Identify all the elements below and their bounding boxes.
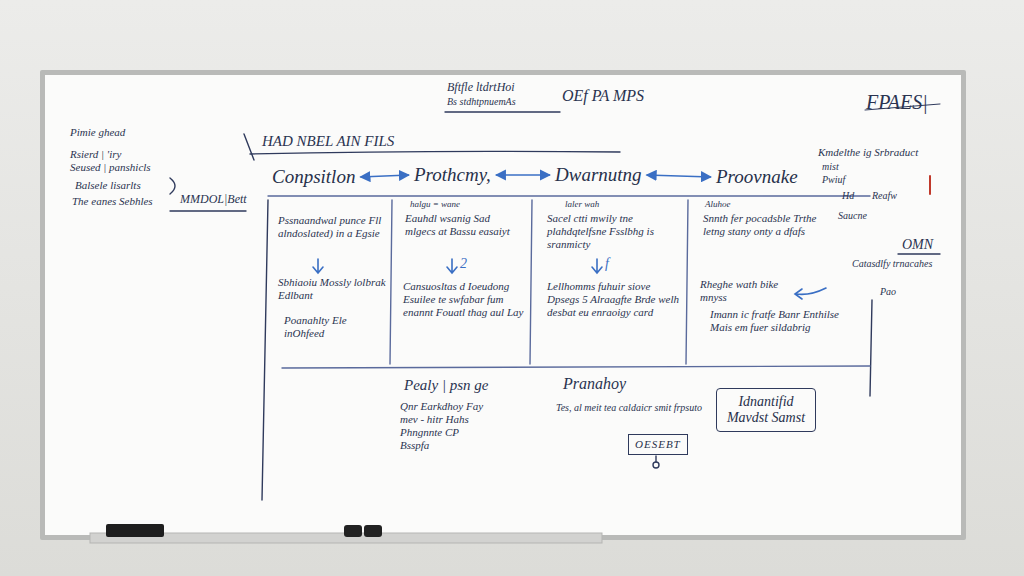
down-arrow: [447, 259, 457, 273]
handwritten-note: Reafw: [872, 190, 917, 202]
handwritten-note: Tes, al meit tea caldaicr smit frpsuto: [556, 402, 706, 414]
stage-heading: Proovnake: [714, 166, 800, 188]
pen-stroke: [244, 134, 254, 160]
node-text: OESEBT: [635, 438, 681, 451]
flow-arrow: [360, 175, 409, 177]
handwritten-note: MMDOL|Bett: [180, 192, 265, 206]
heading-underline: [250, 151, 620, 154]
handwritten-note: Bs stdhtpnuemAs: [447, 96, 557, 108]
handwritten-note: Sacel ctti mwily tne plahdqtelfsne Fsslb…: [547, 212, 679, 251]
column-divider: [870, 300, 872, 396]
stage-heading: Prothcmy,: [412, 164, 493, 186]
note-underline: [170, 210, 246, 211]
handwritten-note: Aluhoe: [705, 199, 765, 210]
handwritten-note: Pssnaandwal punce Fll alndoslated) in a …: [278, 214, 384, 240]
handwritten-note: Snnth fer pocadsble Trthe letng stany on…: [703, 212, 821, 238]
handwritten-note: Pao: [880, 286, 915, 298]
board-surface: [45, 75, 961, 535]
handwritten-note: Pwiuf: [822, 174, 867, 186]
node-text: Conpsitlon: [272, 166, 355, 188]
column-divider: [390, 200, 392, 364]
handwritten-note: Sbhiaoiu Mossly lolbrak Edlbant: [278, 276, 386, 302]
title-underline: [445, 111, 560, 112]
handwritten-note: Lellhomms fuhuir siove Dpsegs 5 Alraagft…: [547, 280, 679, 319]
column-divider: [686, 200, 688, 364]
handwritten-note: mist: [822, 161, 862, 173]
down-arrow: [592, 259, 602, 273]
node-text: Dwarnutng: [555, 164, 642, 186]
handwritten-note: Bftfle ltdrtHoi: [447, 80, 557, 94]
handwritten-note: Seused | panshicls: [70, 161, 170, 174]
board-frame: [40, 70, 966, 540]
handwritten-note: Rheghe wath bike mnyss: [700, 278, 785, 304]
handwritten-note: Rsierd | 'iry: [70, 148, 165, 161]
underline: [898, 253, 940, 254]
handwritten-note: HAD NBEL AIN FILS: [262, 132, 472, 150]
magnet: [344, 525, 362, 537]
note-arrow: [170, 178, 175, 194]
handwritten-note: Balsele lisarlts: [75, 179, 167, 192]
handwritten-note: OEf PA MPS: [562, 86, 682, 105]
handwritten-note: Qnr Earkdhoy Fay mev - hitr Hahs Phngnnt…: [400, 400, 484, 452]
column-divider: [262, 200, 268, 500]
handwritten-note: Kmdelthe ig Srbraduct: [818, 146, 950, 159]
left-arrow: [795, 288, 826, 299]
node-text: Prothcmy,: [414, 164, 491, 186]
handwritten-note: Hd: [842, 190, 872, 202]
bracket-box: Idnantifid Mavdst Samst: [716, 388, 816, 432]
handwritten-note: Imann ic fratfe Banr Enthilse Mais em fu…: [710, 308, 860, 334]
handwritten-note: Saucne: [838, 210, 893, 222]
down-arrow: [313, 259, 323, 273]
handwritten-note: laler wah: [565, 199, 645, 210]
handwritten-note: OMN: [902, 236, 947, 253]
handwritten-note: FPAES|: [866, 90, 946, 114]
section-line: [282, 366, 870, 368]
flow-arrow: [647, 175, 711, 177]
handwritten-note: Pimie ghead: [70, 126, 165, 139]
handwritten-note: Poanahlty Ele inOhfeed: [284, 314, 384, 340]
handwritten-note: Pranahoy: [563, 374, 663, 393]
column-top-line: [268, 195, 870, 196]
column-divider: [530, 200, 532, 364]
handwritten-note: Pealy | psn ge: [404, 376, 534, 394]
node-text: Proovnake: [716, 166, 798, 188]
node-text: Idnantifid Mavdst Samst: [725, 394, 807, 426]
handwritten-note: The eanes Sebhles: [72, 195, 172, 208]
pin: [653, 462, 659, 468]
process-box: OESEBT: [628, 434, 688, 455]
stage-heading: Conpsitlon: [270, 166, 357, 188]
stage-heading: Dwarnutng: [553, 164, 644, 186]
eraser: [106, 524, 164, 537]
magnet: [364, 525, 382, 537]
flow-arrow: [496, 174, 550, 176]
handwritten-note: 2: [460, 255, 480, 272]
handwritten-note: Eauhdl wsanig Sad mlgecs at Bassu easaiy…: [405, 212, 517, 238]
pin-stem: [655, 456, 656, 462]
handwritten-note: f: [605, 255, 625, 272]
handwritten-note: halgu = wane: [410, 199, 510, 210]
red-mark: [929, 176, 931, 194]
handwritten-note: Cansuosltas d Ioeudong Esuilee te swfaba…: [403, 280, 529, 319]
handwritten-note: Catasdlfy trnacahes: [852, 258, 947, 270]
